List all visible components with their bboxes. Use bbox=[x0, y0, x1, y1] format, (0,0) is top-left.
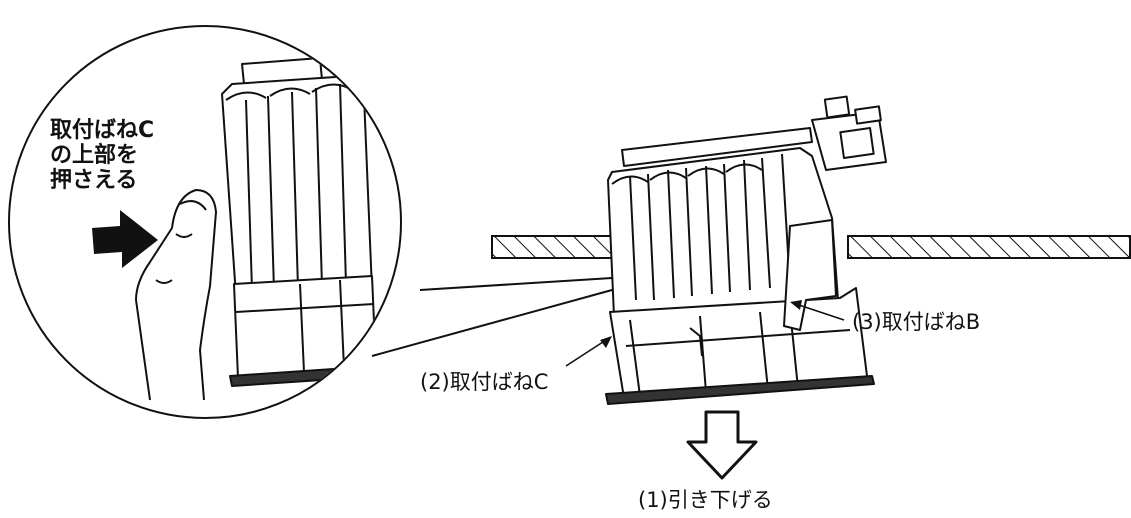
ceiling-board-right bbox=[847, 235, 1131, 259]
callout-line-1: 取付ばねC bbox=[50, 118, 155, 143]
magnified-fixture bbox=[221, 57, 381, 387]
callout-press-spring-c: 取付ばねC の上部を 押さえる bbox=[50, 118, 154, 193]
finger-icon bbox=[135, 189, 217, 401]
downlight-fixture bbox=[605, 95, 887, 405]
spring-b-leader-arrowhead bbox=[790, 300, 802, 310]
trim-ring bbox=[605, 375, 875, 405]
spring-b-leader bbox=[795, 303, 845, 321]
ceiling-board bbox=[491, 235, 1131, 259]
terminal-block bbox=[811, 95, 887, 171]
heat-sink-fins bbox=[611, 153, 791, 301]
detail-inset bbox=[8, 25, 613, 419]
press-arrow-icon bbox=[92, 210, 158, 268]
callout-line-2: の上部を bbox=[50, 143, 139, 168]
label-step-3-spring-b: (3)取付ばねB bbox=[852, 310, 981, 334]
pull-down-arrow-icon bbox=[686, 410, 758, 480]
label-step-1-pull-down: (1)引き下げる bbox=[638, 488, 773, 512]
zoom-leader-top bbox=[419, 277, 613, 291]
zoom-leader-bottom bbox=[371, 289, 613, 357]
ceiling-board-left bbox=[491, 235, 619, 259]
spring-c-leader bbox=[565, 339, 607, 367]
spring-c-leader-arrowhead bbox=[600, 336, 612, 348]
mounting-plate bbox=[621, 127, 813, 167]
callout-line-3: 押さえる bbox=[50, 168, 138, 193]
label-step-2-spring-c: (2)取付ばねC bbox=[420, 370, 549, 394]
